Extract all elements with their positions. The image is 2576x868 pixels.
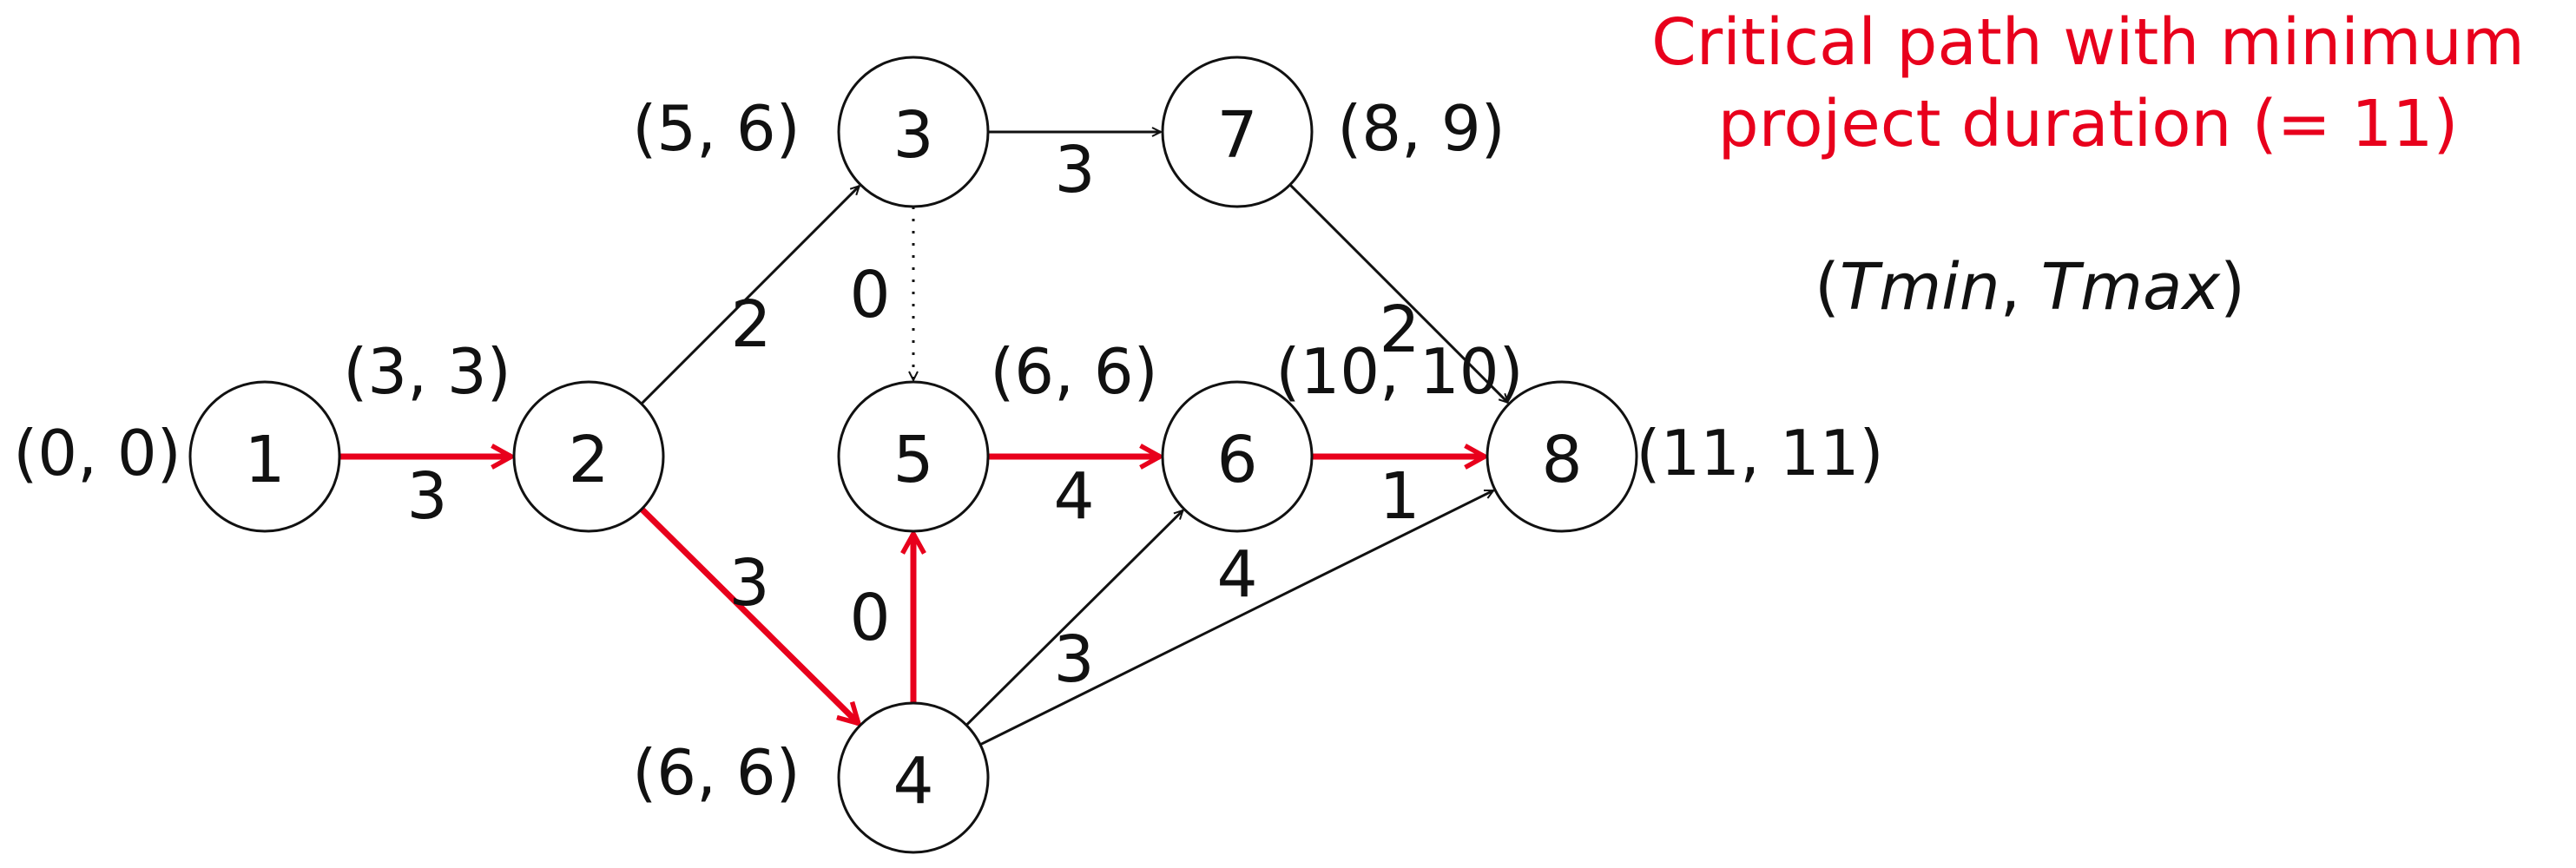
edge-weight-2-3: 2 xyxy=(730,287,771,362)
node-label-8: 8 xyxy=(1541,423,1582,497)
node-circle-1 xyxy=(188,380,341,533)
node-5: 5 xyxy=(837,380,990,533)
node-times: (0, 0) (3, 3) (5, 6) (6, 6) (6, 6) (10, 10) (8… xyxy=(13,92,1883,809)
node-label-4: 4 xyxy=(893,744,933,819)
node-circle-2 xyxy=(512,380,665,533)
node-2: 2 xyxy=(512,380,665,533)
edge-7-8 xyxy=(1288,183,1508,403)
legend-open: ( xyxy=(1815,250,1840,325)
node-circle-4 xyxy=(837,701,990,854)
node-7: 7 xyxy=(1161,56,1314,208)
node-label-5: 5 xyxy=(893,423,933,497)
edge-weight-4-6: 3 xyxy=(1053,622,1094,697)
node-8: 8 xyxy=(1486,380,1638,533)
node-circle-3 xyxy=(837,56,990,208)
nodes: 1 2 3 4 5 6 7 8 xyxy=(188,56,1638,854)
node-circle-8 xyxy=(1486,380,1638,533)
node-times-5: (6, 6) xyxy=(990,335,1158,408)
edge-weight-4-8: 4 xyxy=(1216,537,1257,612)
node-times-8: (11, 11) xyxy=(1636,417,1883,490)
edge-weight-3-5: 0 xyxy=(849,258,890,332)
edge-2-4 xyxy=(639,506,859,723)
node-circle-7 xyxy=(1161,56,1314,208)
node-times-1: (0, 0) xyxy=(13,417,181,490)
legend-tmin-tmax: (Tmin, Tmax) xyxy=(1815,250,2245,325)
title-line-1: Critical path with minimum xyxy=(1651,5,2525,80)
node-circle-5 xyxy=(837,380,990,533)
node-times-3: (5, 6) xyxy=(632,92,800,165)
node-times-2: (3, 3) xyxy=(343,335,511,408)
node-label-1: 1 xyxy=(244,423,285,497)
edge-weight-5-6: 4 xyxy=(1053,459,1094,534)
node-label-3: 3 xyxy=(893,98,933,173)
edge-4-8 xyxy=(979,489,1493,746)
title-line-2: project duration (= 11) xyxy=(1718,87,2459,161)
node-circle-6 xyxy=(1161,380,1314,533)
legend-tmax: Tmax xyxy=(2041,250,2222,325)
node-6: 6 xyxy=(1161,380,1314,533)
edge-weight-7-8: 2 xyxy=(1379,293,1420,367)
node-times-4: (6, 6) xyxy=(632,736,800,809)
edge-weight-1-2: 3 xyxy=(406,459,447,534)
edge-weights: 3 2 3 3 0 0 3 4 4 1 2 xyxy=(406,133,1420,697)
node-times-6: (10, 10) xyxy=(1275,335,1523,408)
edge-weight-2-4: 3 xyxy=(728,546,769,621)
legend-sep: , xyxy=(2000,250,2041,325)
edge-weight-3-7: 3 xyxy=(1054,133,1095,207)
edge-2-3 xyxy=(640,186,860,405)
node-times-7: (8, 9) xyxy=(1337,92,1505,165)
node-label-6: 6 xyxy=(1216,423,1257,497)
edge-weight-6-8: 1 xyxy=(1379,459,1420,534)
node-3: 3 xyxy=(837,56,990,208)
node-label-7: 7 xyxy=(1216,98,1257,173)
edge-4-6 xyxy=(965,510,1183,727)
node-label-2: 2 xyxy=(568,423,609,497)
node-4: 4 xyxy=(837,701,990,854)
edge-weight-4-5: 0 xyxy=(849,581,890,655)
legend-tmin: Tmin xyxy=(1840,250,2000,325)
legend-close: ) xyxy=(2220,250,2245,325)
node-1: 1 xyxy=(188,380,341,533)
edges xyxy=(339,132,1508,746)
